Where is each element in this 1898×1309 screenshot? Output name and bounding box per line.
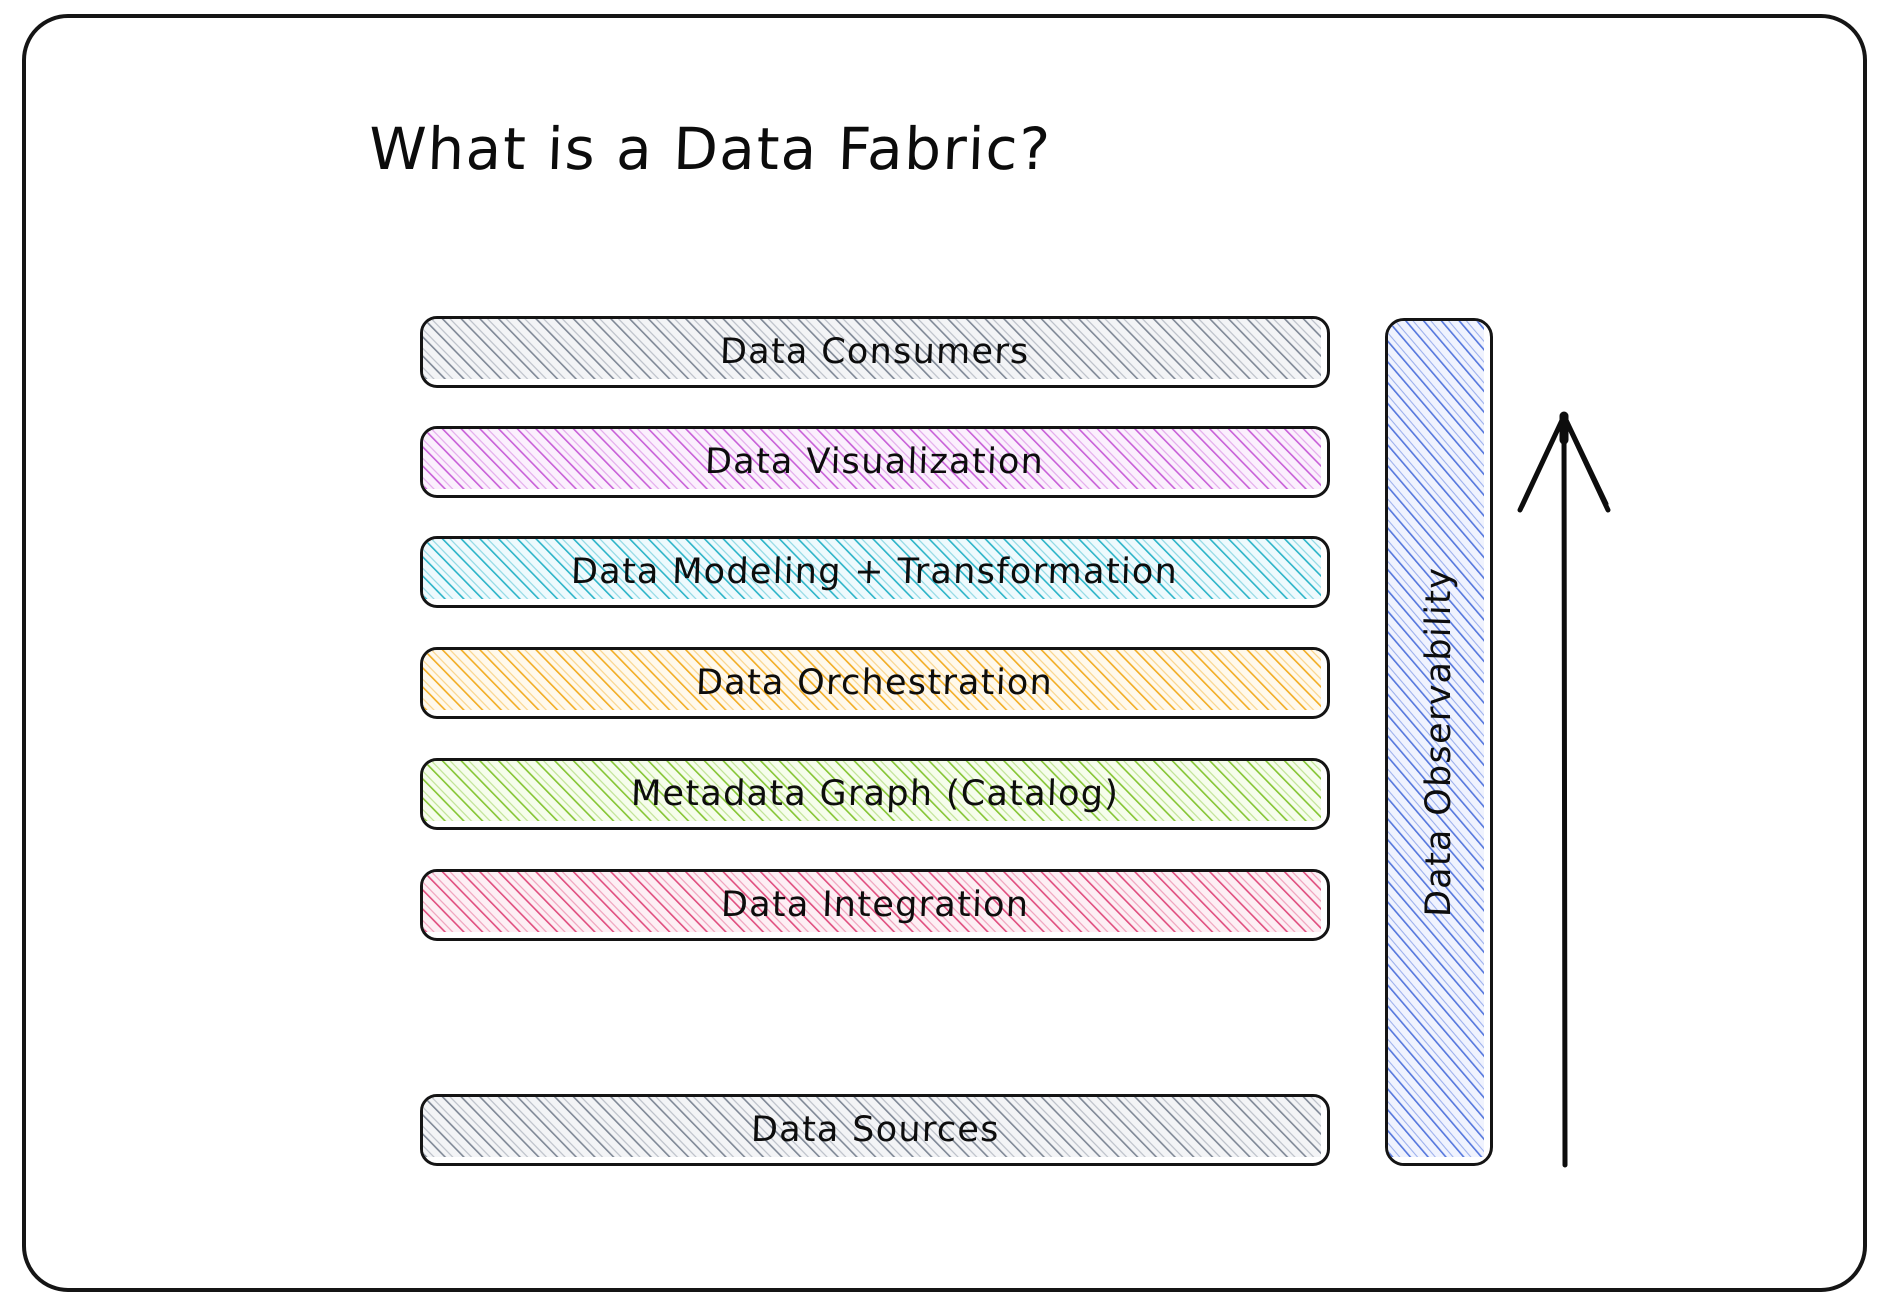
- diagram-frame: [22, 14, 1867, 1292]
- layer-bar-data-modeling[interactable]: Data Modeling + Transformation: [420, 536, 1330, 608]
- layer-bar-data-visualization[interactable]: Data Visualization: [420, 426, 1330, 498]
- data-observability-bar[interactable]: Data Observability: [1385, 318, 1493, 1166]
- data-observability-label: Data Observability: [1419, 566, 1460, 918]
- layer-label-data-consumers: Data Consumers: [719, 332, 1031, 372]
- layer-label-data-visualization: Data Visualization: [704, 442, 1046, 482]
- layer-bar-metadata-graph[interactable]: Metadata Graph (Catalog): [420, 758, 1330, 830]
- layer-bar-data-consumers[interactable]: Data Consumers: [420, 316, 1330, 388]
- page-title: What is a Data Fabric?: [367, 115, 1053, 183]
- layer-label-data-integration: Data Integration: [720, 885, 1030, 925]
- upward-arrow-icon: [1517, 411, 1611, 1168]
- layer-label-data-sources: Data Sources: [749, 1110, 1001, 1150]
- layer-bar-data-sources[interactable]: Data Sources: [420, 1094, 1330, 1166]
- layer-bar-data-integration[interactable]: Data Integration: [420, 869, 1330, 941]
- layer-label-data-orchestration: Data Orchestration: [695, 663, 1055, 703]
- layer-label-data-modeling: Data Modeling + Transformation: [570, 552, 1180, 592]
- layer-label-metadata-graph: Metadata Graph (Catalog): [630, 774, 1120, 814]
- layer-bar-data-orchestration[interactable]: Data Orchestration: [420, 647, 1330, 719]
